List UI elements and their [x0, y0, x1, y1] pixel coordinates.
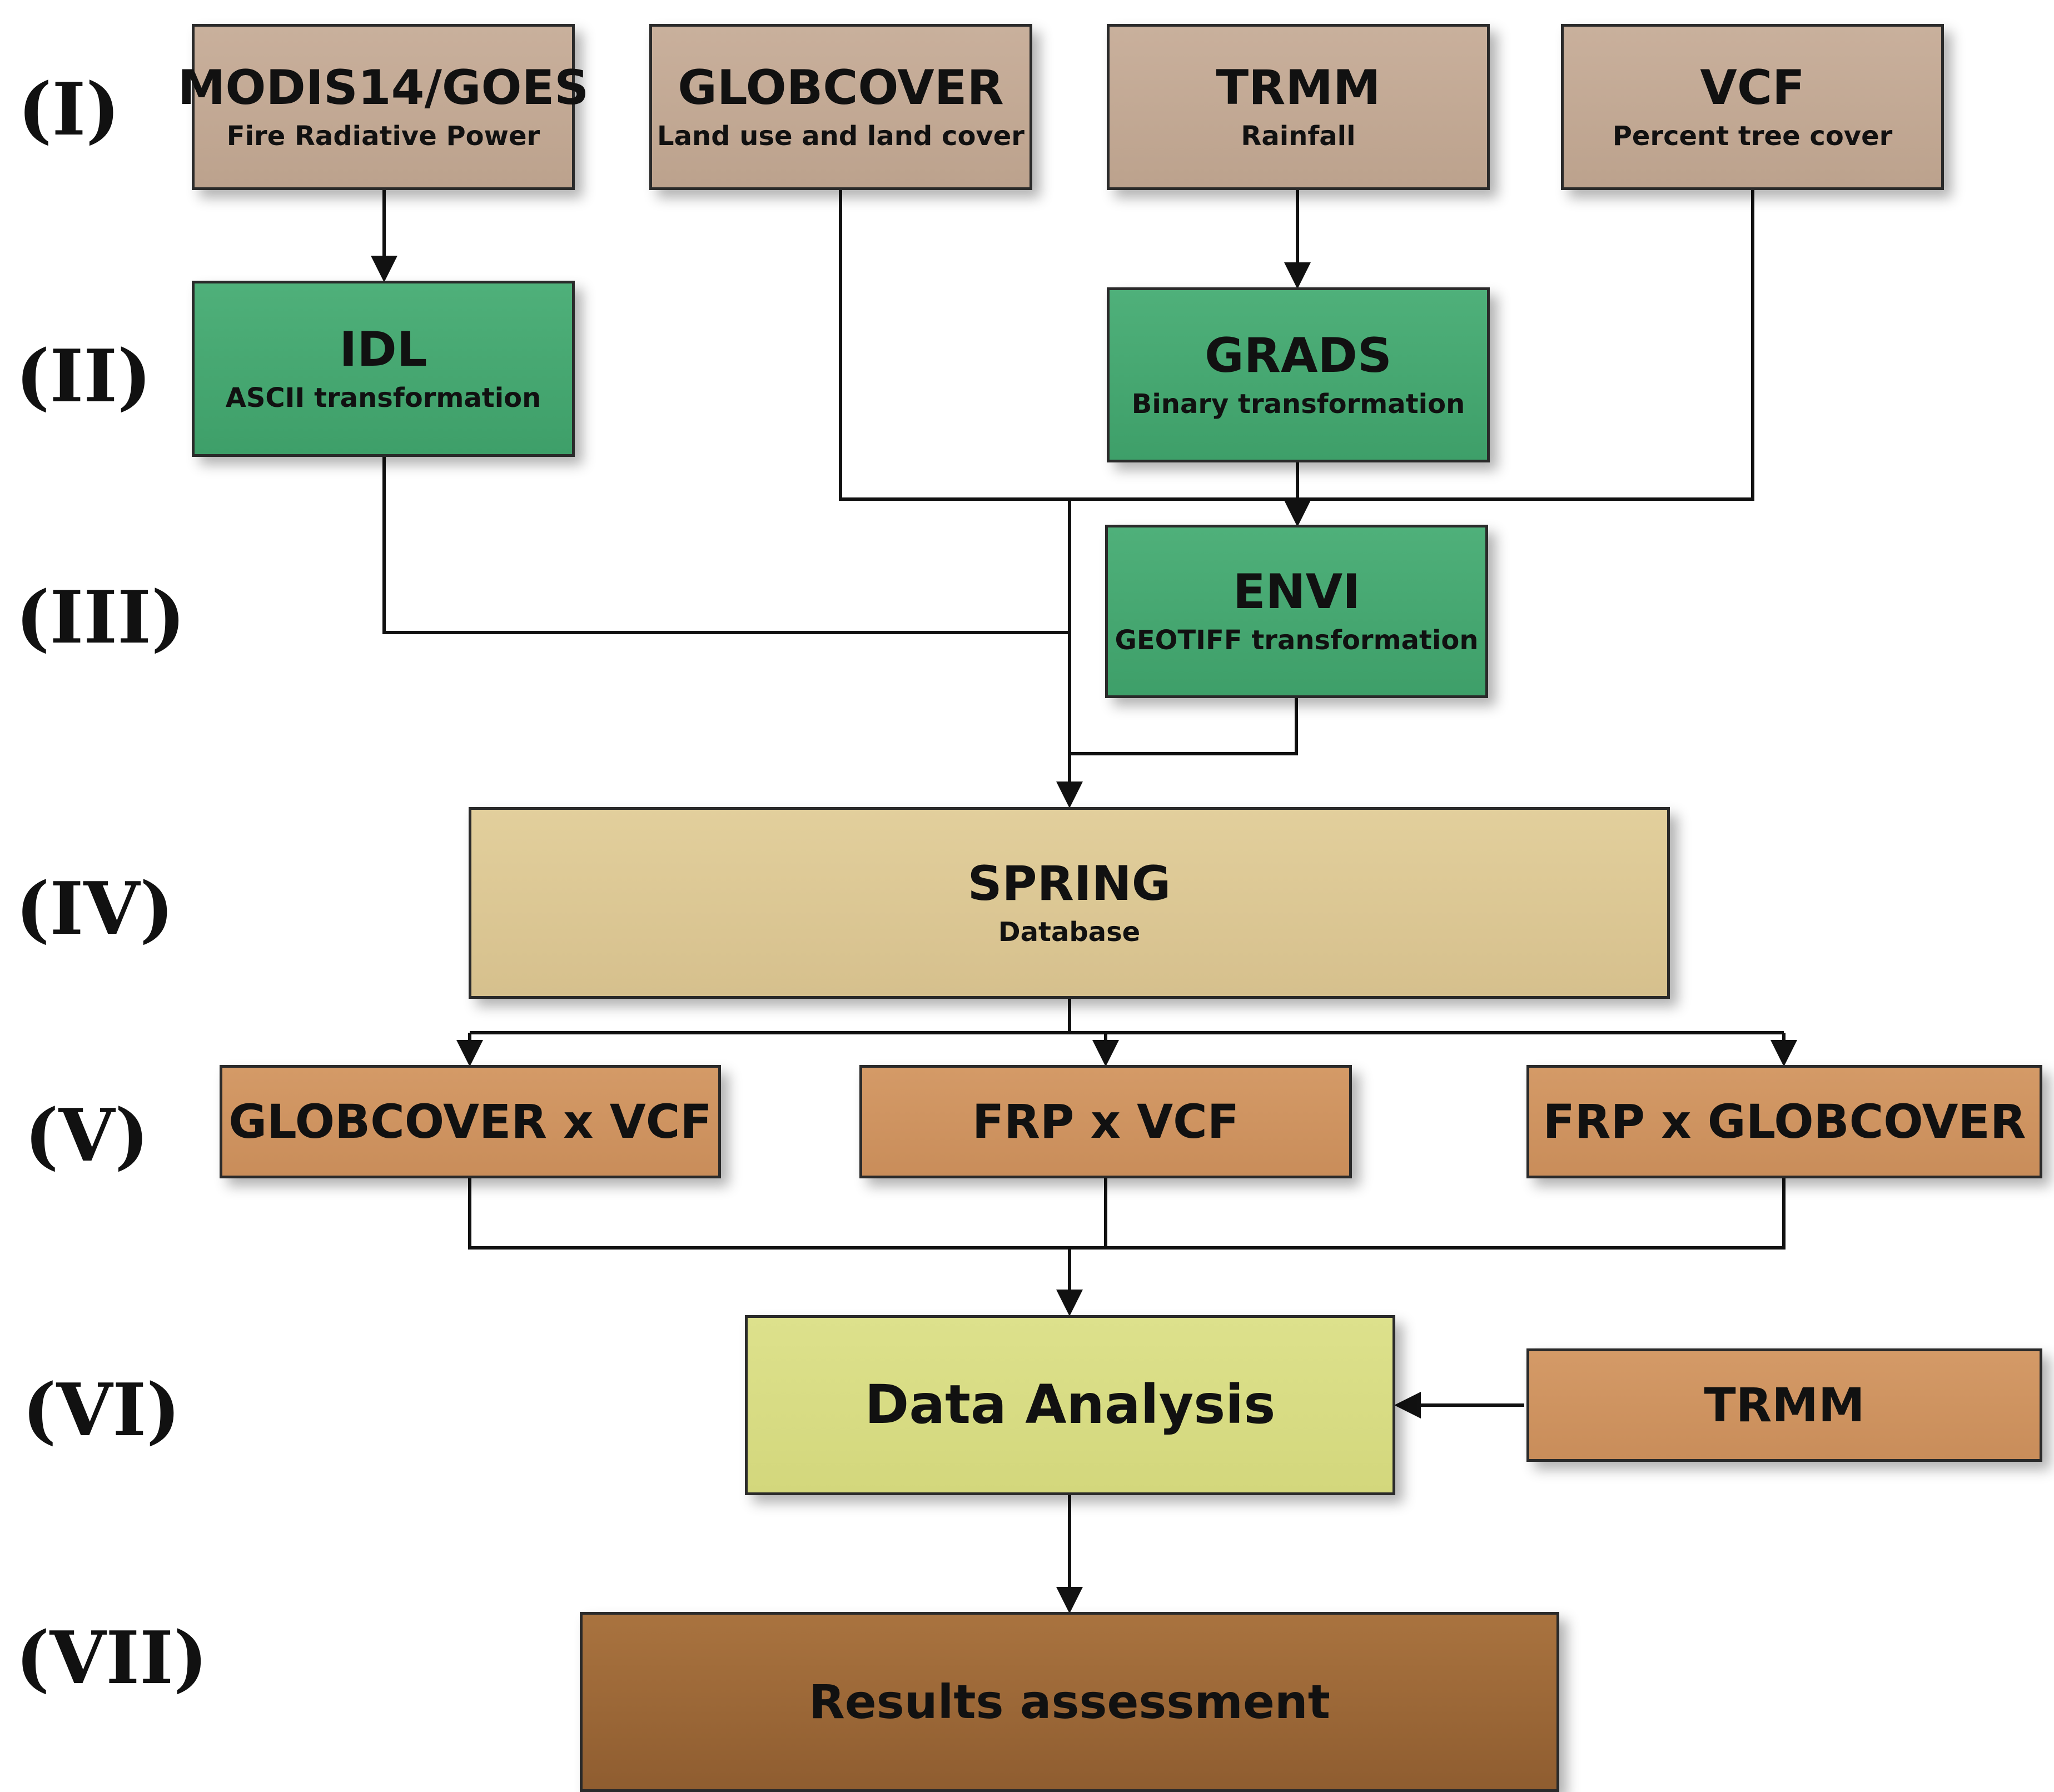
stage-label-2: (II) [16, 333, 152, 419]
vcf-subtitle: Percent tree cover [1612, 120, 1893, 152]
globcover-subtitle: Land use and land cover [657, 120, 1024, 152]
stage-label-7: (VII) [16, 1615, 208, 1700]
spring-title: SPRING [967, 855, 1171, 912]
idl-box: IDL ASCII transformation [192, 281, 575, 457]
trmm-title: TRMM [1216, 59, 1381, 116]
results-assessment-box: Results assessment [580, 1612, 1559, 1792]
globcover-x-vcf-box: GLOBCOVER x VCF [220, 1065, 721, 1178]
stage-label-6: (VI) [22, 1367, 181, 1452]
spring-subtitle: Database [998, 916, 1141, 948]
grads-box: GRADS Binary transformation [1107, 287, 1490, 462]
idl-subtitle: ASCII transformation [225, 382, 541, 414]
envi-title: ENVI [1232, 564, 1361, 620]
frp-x-vcf-label: FRP x VCF [972, 1094, 1240, 1149]
data-analysis-title: Data Analysis [864, 1373, 1276, 1436]
stage-label-3: (III) [16, 575, 186, 660]
globcover-box: GLOBCOVER Land use and land cover [649, 24, 1032, 190]
modis-goes-subtitle: Fire Radiative Power [226, 120, 540, 152]
line-envi-to-trunk [1070, 698, 1298, 755]
vcf-title: VCF [1700, 59, 1805, 116]
line-combinations-merge [468, 1178, 1786, 1250]
idl-title: IDL [339, 321, 427, 377]
globcover-x-vcf-label: GLOBCOVER x VCF [228, 1094, 712, 1149]
modis-goes-box: MODIS14/GOES Fire Radiative Power [178, 24, 589, 190]
grads-subtitle: Binary transformation [1131, 388, 1465, 420]
frp-x-globcover-label: FRP x GLOBCOVER [1543, 1094, 2026, 1149]
modis-goes-title: MODIS14/GOES [177, 59, 589, 116]
stage-label-1: (I) [18, 67, 120, 152]
grads-title: GRADS [1205, 327, 1392, 384]
trmm-input-box: TRMM [1526, 1348, 2042, 1462]
envi-box: ENVI GEOTIFF transformation [1105, 525, 1488, 698]
stage-label-5: (V) [24, 1093, 149, 1178]
trmm-rainfall-box: TRMM Rainfall [1107, 24, 1490, 190]
line-idl-to-trunk [382, 457, 1070, 634]
frp-x-globcover-box: FRP x GLOBCOVER [1526, 1065, 2042, 1178]
trmm-input-label: TRMM [1704, 1377, 1865, 1432]
trmm-subtitle: Rainfall [1241, 120, 1356, 152]
results-assessment-title: Results assessment [809, 1674, 1330, 1729]
vcf-box: VCF Percent tree cover [1561, 24, 1944, 190]
frp-x-vcf-box: FRP x VCF [859, 1065, 1352, 1178]
globcover-title: GLOBCOVER [678, 59, 1004, 116]
data-analysis-box: Data Analysis [745, 1315, 1395, 1495]
envi-subtitle: GEOTIFF transformation [1115, 625, 1479, 656]
stage-label-4: (IV) [16, 866, 174, 951]
spring-database-box: SPRING Database [469, 807, 1670, 999]
